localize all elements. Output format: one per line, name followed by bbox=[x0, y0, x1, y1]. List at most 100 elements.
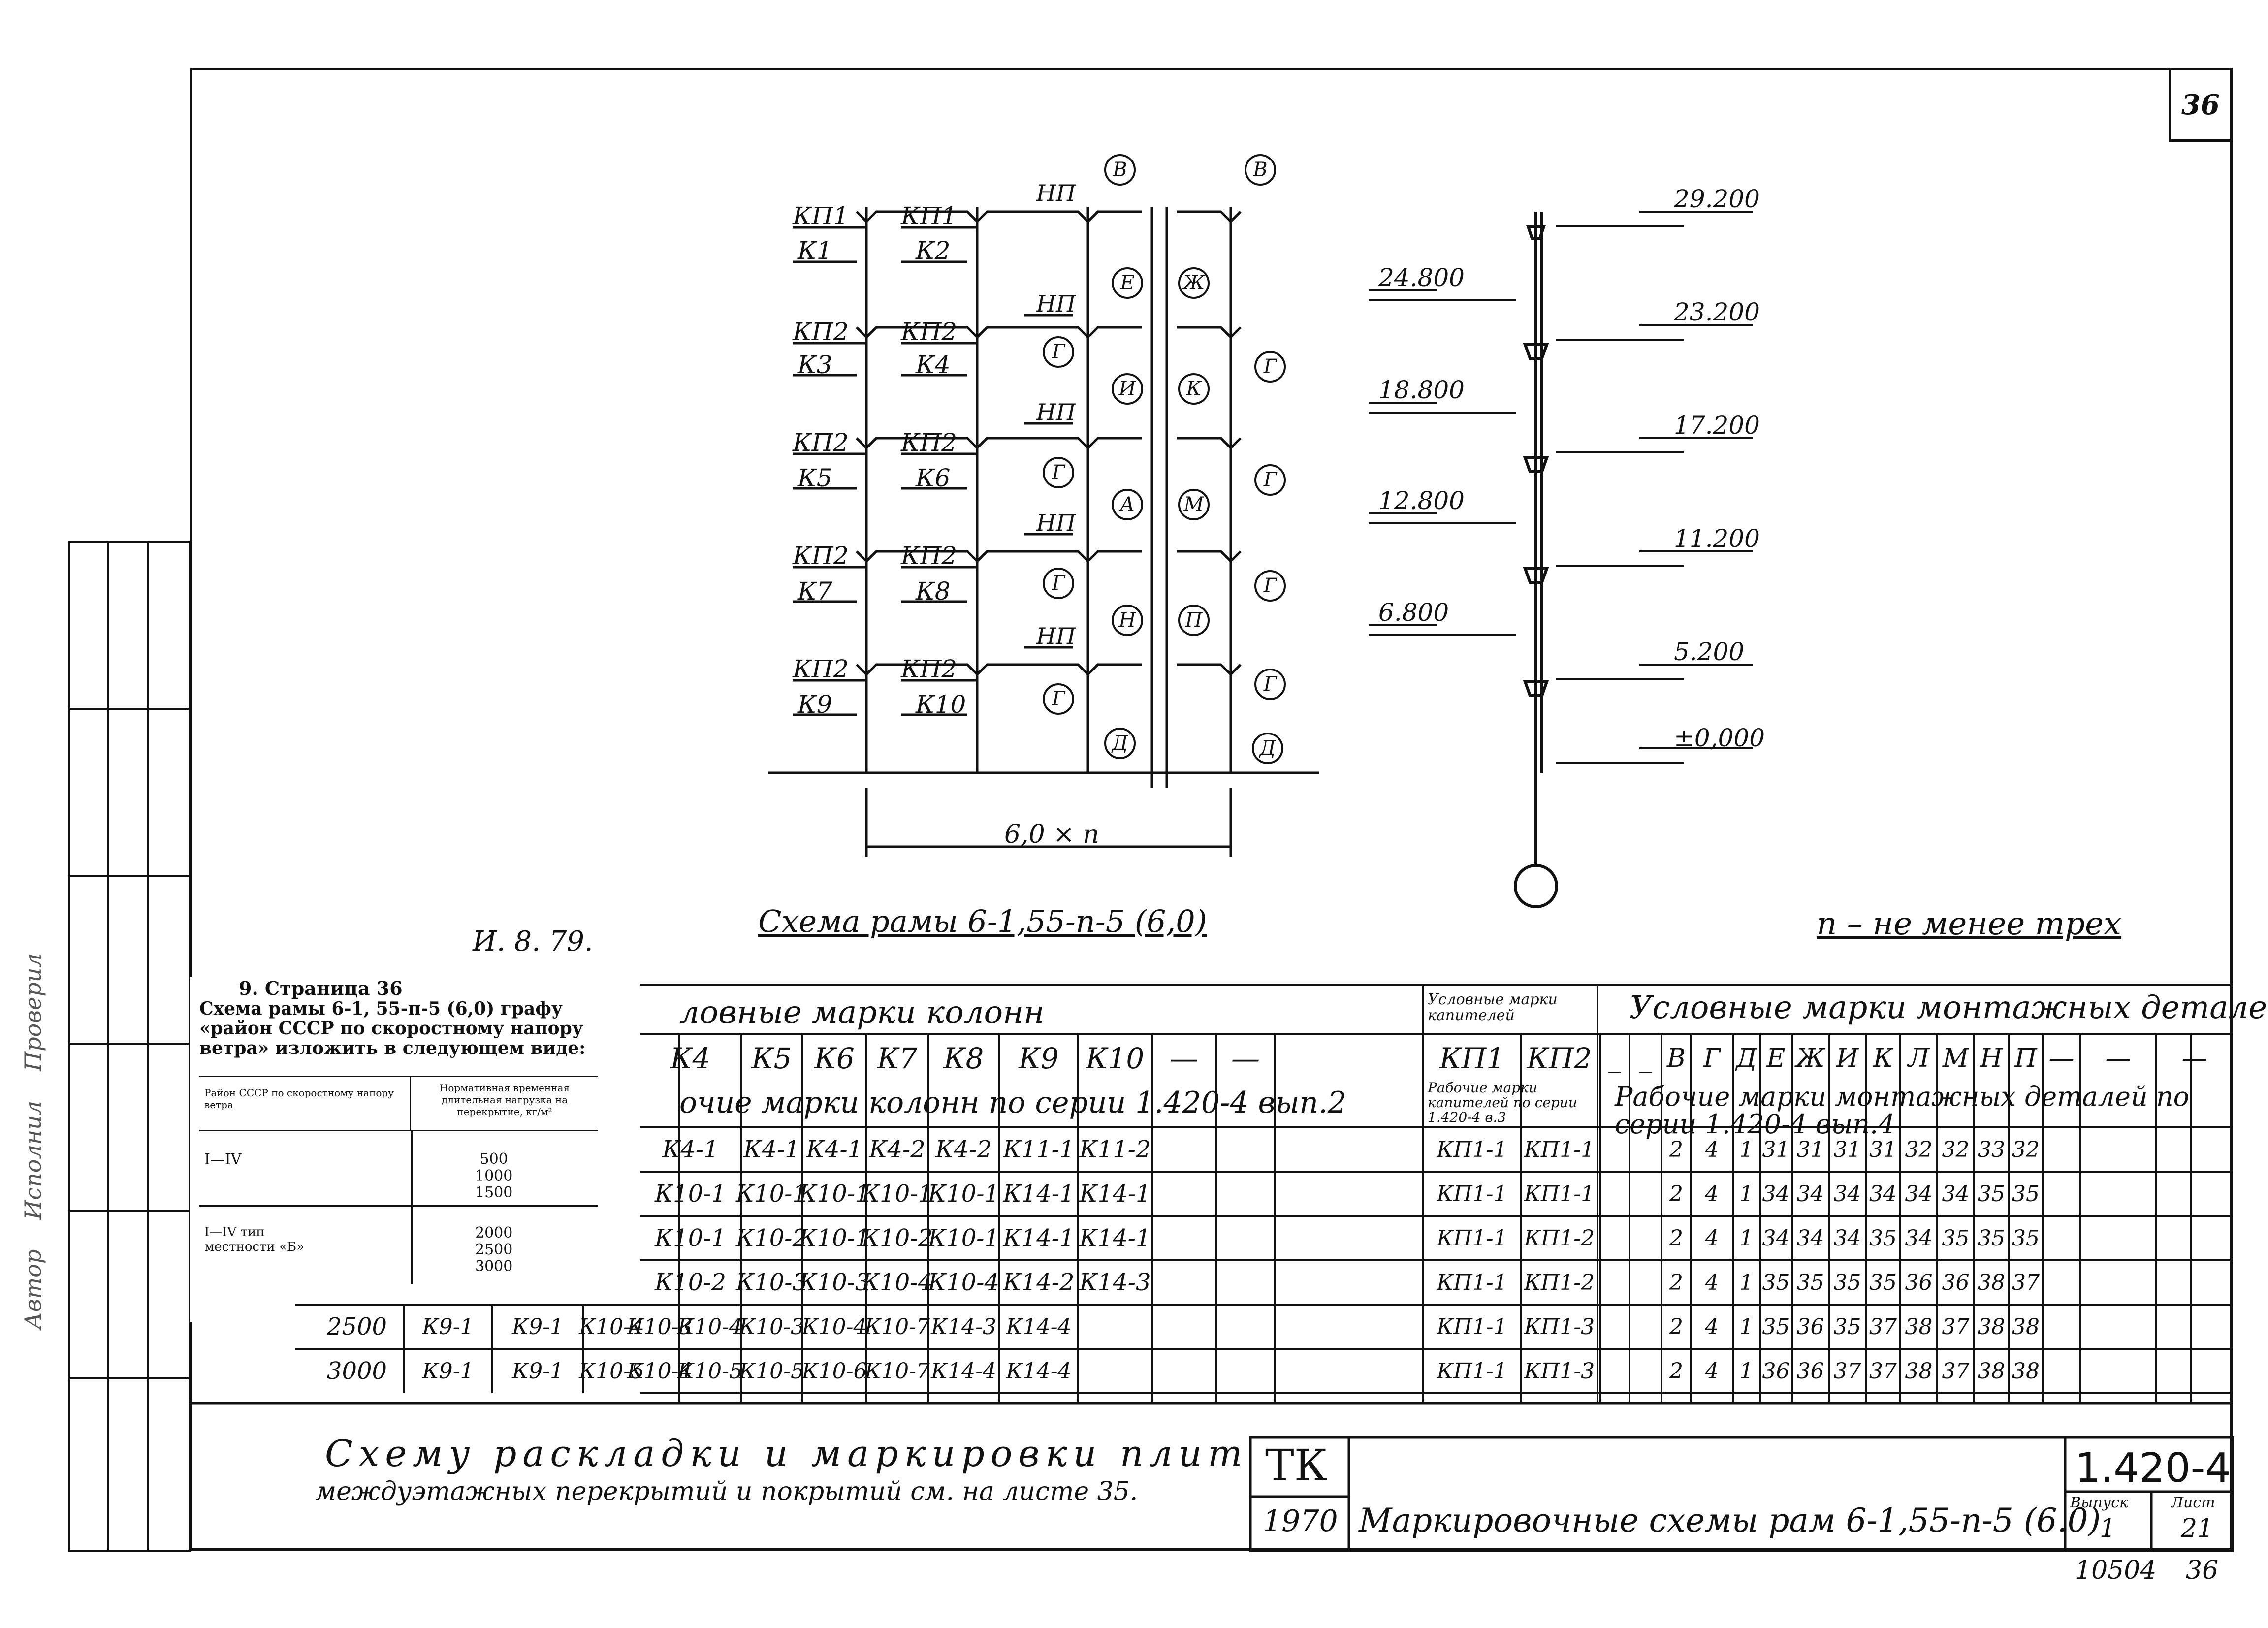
span-dimension: 6,0 × п bbox=[1004, 820, 1099, 849]
table-cell: 38 bbox=[1978, 1358, 2005, 1384]
table-cell: 31 bbox=[1869, 1137, 1897, 1162]
table-cell: 34 bbox=[1796, 1181, 1824, 1207]
table-cell: К6 bbox=[814, 1042, 855, 1075]
frame-label-np: НП bbox=[1036, 290, 1076, 317]
table-cell: К14-1 bbox=[1003, 1180, 1075, 1208]
table-cell: К14-3 bbox=[931, 1314, 996, 1340]
frame-label-k1: К1 bbox=[798, 236, 832, 265]
table-cell: 34 bbox=[1796, 1225, 1824, 1251]
stamp-year: 1970 bbox=[1263, 1504, 1338, 1538]
table-cell: 37 bbox=[1942, 1358, 1970, 1384]
table-cell: 35 bbox=[2012, 1225, 2040, 1251]
table-cell: К10-2 bbox=[736, 1224, 807, 1252]
frame-label-k9: К9 bbox=[798, 690, 832, 719]
table-cell: К10-3 bbox=[799, 1269, 870, 1296]
frame-label-kp2: КП2 bbox=[793, 655, 849, 683]
correction-r1-region: I—IV bbox=[204, 1151, 242, 1168]
value: 1500 bbox=[475, 1184, 513, 1201]
table-cell: 38 bbox=[1978, 1314, 2005, 1340]
table-cell: К10-1 bbox=[928, 1224, 999, 1252]
table-cell: К14-3 bbox=[1079, 1269, 1151, 1296]
table-cell: КП1-3 bbox=[1524, 1314, 1595, 1340]
level-label: 17.200 bbox=[1674, 411, 1760, 440]
np-label: НП bbox=[1036, 290, 1076, 317]
stamp-code: 1.420-4 bbox=[2075, 1445, 2231, 1492]
capital-label: КП2 bbox=[793, 655, 849, 683]
level-29200: 29.200 bbox=[1674, 185, 1760, 213]
table-cell: К10-1 bbox=[799, 1180, 870, 1208]
table-cell: К14-1 bbox=[1003, 1224, 1075, 1252]
table-cell: К10-1 bbox=[655, 1224, 726, 1252]
table-cell: 34 bbox=[1905, 1225, 1933, 1251]
table-cell: КП1-2 bbox=[1524, 1270, 1595, 1295]
table-cell: К10-4 bbox=[579, 1314, 644, 1340]
axis-marker-circle: А bbox=[1112, 489, 1143, 520]
table-cell: К10-3 bbox=[736, 1269, 807, 1296]
frame-label-k8: К8 bbox=[916, 577, 951, 606]
table-cell: 2 bbox=[1669, 1137, 1683, 1162]
table-cell: 37 bbox=[1942, 1314, 1970, 1340]
correction-text: Схема рамы 6-1, 55-п-5 (6,0) графу «райо… bbox=[199, 998, 586, 1058]
np-label: НП bbox=[1036, 623, 1076, 649]
table-cell: К9-1 bbox=[422, 1358, 474, 1384]
table-cell: 2 bbox=[1669, 1358, 1683, 1384]
hdr-details: Условные марки монтажных деталей bbox=[1629, 990, 2268, 1026]
table-cell: Е bbox=[1766, 1044, 1786, 1073]
table-cell: 4 bbox=[1705, 1314, 1719, 1340]
axis-marker-circle: Г bbox=[1043, 683, 1074, 715]
hdr-columns: ловные марки колонн bbox=[679, 994, 1045, 1031]
np-label: НП bbox=[1036, 510, 1076, 536]
table-cell: — bbox=[1170, 1042, 1198, 1075]
table-cell: К4-1 bbox=[806, 1136, 863, 1163]
frame-label-np: НП bbox=[1036, 623, 1076, 649]
axis-marker-circle: Г bbox=[1043, 568, 1074, 599]
table-cell: 2 bbox=[1669, 1270, 1683, 1295]
level-label: 29.200 bbox=[1674, 185, 1760, 213]
axis-marker-circle: Г bbox=[1043, 336, 1074, 368]
axis-marker-circle: Е bbox=[1112, 267, 1143, 299]
capital-label: КП2 bbox=[793, 428, 849, 457]
table-cell: К10-4 bbox=[677, 1314, 743, 1340]
table-cell: К14-4 bbox=[1006, 1358, 1072, 1384]
table-cell: 37 bbox=[1833, 1358, 1861, 1384]
table-cell: 37 bbox=[1869, 1358, 1897, 1384]
table-cell: КП1-1 bbox=[1437, 1270, 1507, 1295]
table-cell: К10-5 bbox=[677, 1358, 743, 1384]
table-cell: К4-1 bbox=[743, 1136, 800, 1163]
capital-label: КП2 bbox=[901, 428, 958, 457]
level-5200: 5.200 bbox=[1674, 638, 1744, 666]
column-label: К3 bbox=[798, 351, 832, 379]
table-cell: КП1-1 bbox=[1437, 1314, 1507, 1340]
column-label: К7 bbox=[798, 577, 832, 606]
frame-title: Схема рамы 6-1,55-п-5 (6,0) bbox=[758, 903, 1207, 939]
table-cell: — bbox=[2105, 1044, 2131, 1073]
table-cell: 35 bbox=[1978, 1225, 2005, 1251]
table-cell: КП1-3 bbox=[1524, 1358, 1595, 1384]
frame-label-kp2-inner: КП2 bbox=[901, 428, 957, 457]
value: 500 bbox=[479, 1150, 508, 1168]
value: 2000 bbox=[475, 1224, 513, 1242]
axis-marker-circle: М bbox=[1178, 489, 1210, 520]
table-cell: К10-1 bbox=[655, 1180, 726, 1208]
hdr-columns-work: очие марки колонн по серии 1.420-4 вып.2 bbox=[679, 1085, 1347, 1120]
table-cell: К14-1 bbox=[1079, 1180, 1151, 1208]
table-cell: 35 bbox=[1833, 1314, 1861, 1340]
table-cell: 36 bbox=[1942, 1270, 1970, 1295]
column-label: К4 bbox=[916, 351, 951, 379]
table-cell: К11-2 bbox=[1079, 1136, 1151, 1163]
frame-label-kp2: КП2 bbox=[793, 428, 849, 457]
level-label: 18.800 bbox=[1378, 376, 1465, 404]
note-n: п – не менее трех bbox=[1817, 906, 2121, 942]
table-cell: К4-2 bbox=[935, 1136, 992, 1163]
axis-marker-circle: В bbox=[1245, 154, 1276, 186]
table-cell: К10-1 bbox=[928, 1180, 999, 1208]
table-cell: КП1-2 bbox=[1524, 1225, 1595, 1251]
table-cell: К9-1 bbox=[512, 1314, 564, 1340]
table-cell: К4 bbox=[670, 1042, 711, 1075]
frame-label-k7: К7 bbox=[798, 577, 832, 606]
table-cell: К9-1 bbox=[512, 1358, 564, 1384]
axis-marker-circle: Н bbox=[1112, 605, 1143, 636]
value: 1000 bbox=[475, 1167, 513, 1184]
np-label: НП bbox=[1036, 180, 1076, 206]
